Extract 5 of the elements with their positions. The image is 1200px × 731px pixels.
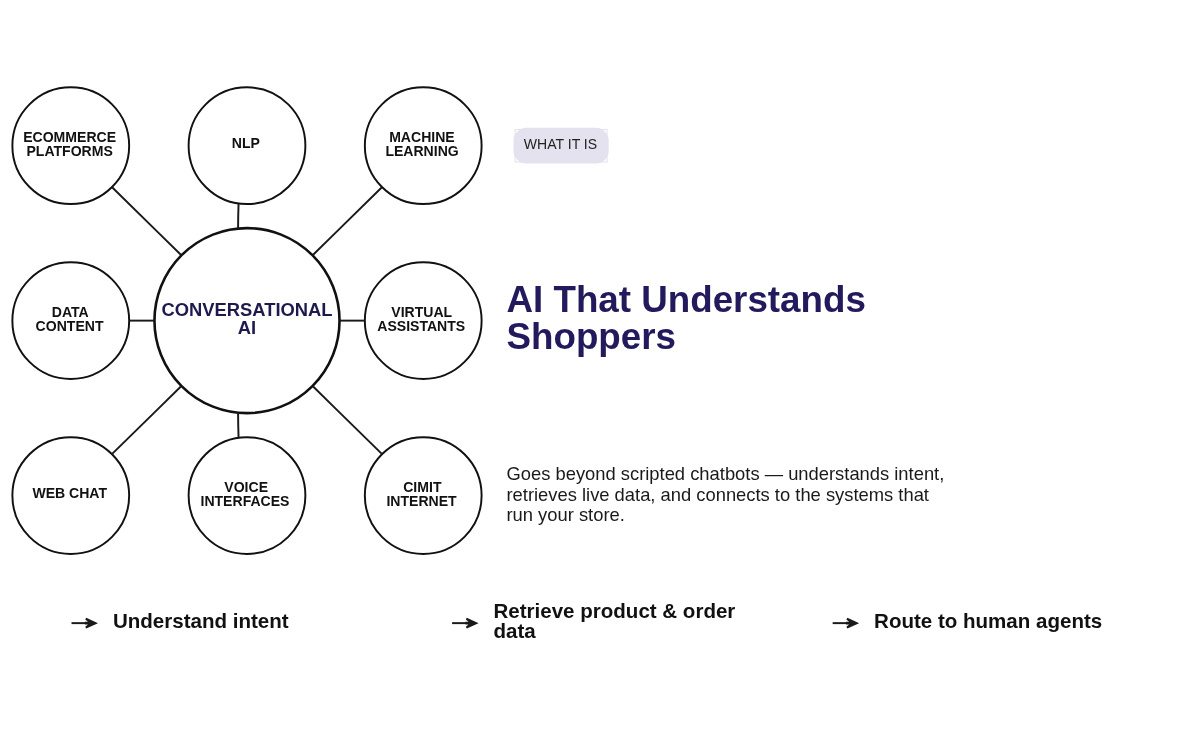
label: Goes beyond scripted chatbots — understands intent, retrieves live data, and connects to the systems that run your store. [506,462,945,526]
label: AI That Understands Shoppers [506,279,866,357]
node-text: Understand intent [112,608,289,632]
node-text: Retrieve product & order data [493,598,736,643]
node-text: Route to human agents [874,608,1103,632]
